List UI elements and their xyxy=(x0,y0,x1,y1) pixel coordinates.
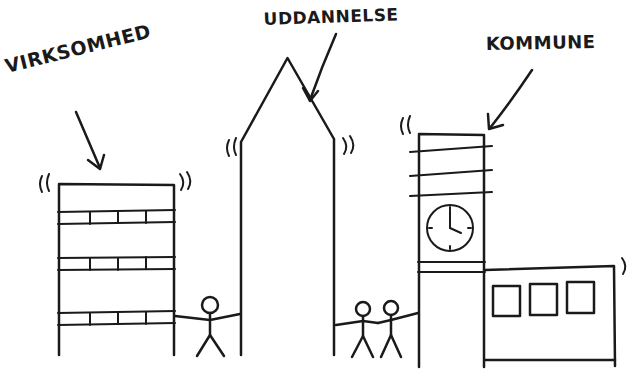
building-label: UDDANNELSE xyxy=(263,4,399,29)
outline-path xyxy=(59,184,174,355)
outline-path xyxy=(419,134,484,367)
outline-path xyxy=(241,58,334,355)
building: UDDANNELSE xyxy=(240,57,335,355)
building: VIRKSOMHED xyxy=(58,183,175,355)
building-outline xyxy=(418,133,485,367)
building-outline xyxy=(240,57,335,355)
building-label: VIRKSOMHED xyxy=(3,19,153,77)
office-floors xyxy=(58,210,175,325)
stick-figures xyxy=(175,297,418,357)
tower-details xyxy=(410,146,492,272)
leader-arrows xyxy=(76,34,532,169)
building-outline xyxy=(58,183,175,355)
building: KOMMUNE xyxy=(418,133,485,367)
annex-building xyxy=(485,266,615,366)
building-label: KOMMUNE xyxy=(486,31,596,54)
motion-marks xyxy=(40,116,625,274)
